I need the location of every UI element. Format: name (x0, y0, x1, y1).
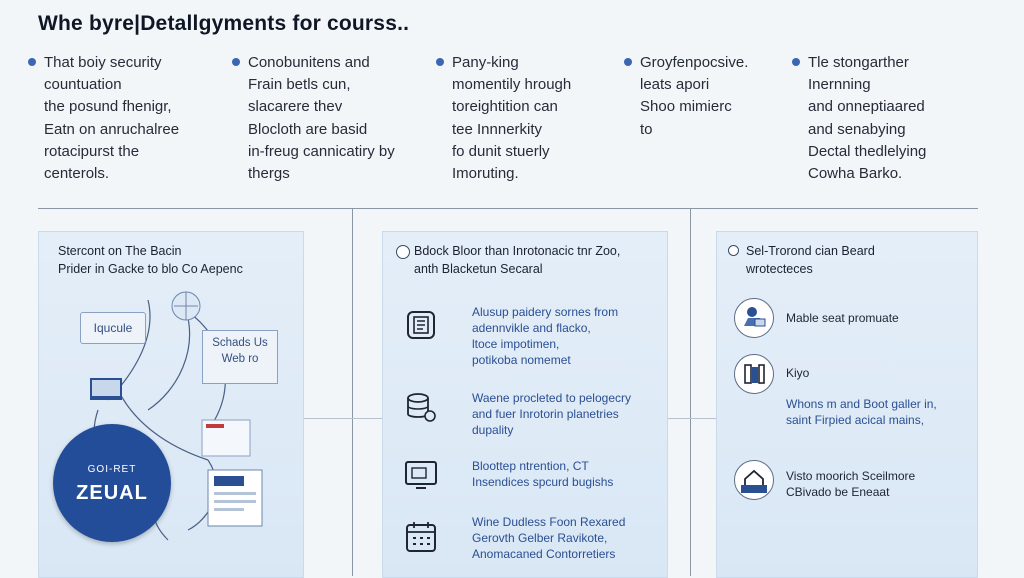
column-divider (690, 208, 691, 576)
target-icon (728, 245, 739, 256)
intro-column-1: That boiy security countuation the posun… (28, 52, 179, 185)
bullet-icon (436, 58, 444, 66)
panel-training-heading: Sel-Trorond cian Beard wrotecteces (746, 244, 875, 276)
list-item: Whons m and Boot galler in, saint Firpie… (786, 397, 937, 427)
panel-blockchain (382, 231, 668, 578)
document-stack-icon (407, 311, 435, 339)
network-node-label: Schads Us Web ro (202, 330, 278, 384)
intro-text: Groyfenpocsive. leats apori Shoo mimierc… (640, 54, 749, 138)
list-item: Waene procleted to pelogecry and fuer In… (472, 391, 631, 437)
network-node-label: Iqucule (80, 312, 146, 344)
target-icon (396, 245, 410, 259)
intro-text: Tle stongarther Inernning and onneptiaar… (808, 54, 927, 183)
central-hub-badge: GOI-RET ZEUAL (53, 424, 171, 542)
intro-column-4: Groyfenpocsive. leats apori Shoo mimierc… (624, 52, 748, 141)
panel-blockchain-heading: Bdock Bloor than Inrotonacic tnr Zoo, an… (414, 244, 621, 276)
bullet-icon (28, 58, 36, 66)
person-laptop-icon (734, 298, 774, 338)
column-divider (352, 208, 353, 576)
hub-label-top: GOI-RET (87, 464, 137, 475)
intro-column-2: Conobunitens and Frain betls cun, slacar… (232, 52, 395, 185)
intro-column-3: Pany-king momentily hrough toreightition… (436, 52, 571, 185)
intro-text: Pany-king momentily hrough toreightition… (452, 54, 572, 183)
books-icon (734, 354, 774, 394)
monitor-icon (405, 461, 437, 489)
list-item: Mable seat promuate (786, 311, 899, 325)
list-item: Kiyo (786, 366, 810, 380)
list-item: Alusup paidery sornes from adennvikle an… (472, 305, 619, 367)
intro-text: That boiy security countuation the posun… (44, 54, 180, 183)
bullet-icon (232, 58, 240, 66)
house-badge-icon (734, 460, 774, 500)
section-divider (38, 208, 978, 209)
intro-column-5: Tle stongarther Inernning and onneptiaar… (792, 52, 926, 185)
panel-training (716, 231, 978, 578)
list-item: Wine Dudless Foon Rexared Gerovth Gelber… (472, 515, 626, 561)
list-item: Visto moorich Sceilmore CBivado be Eneaa… (786, 469, 916, 499)
hub-label-bottom: ZEUAL (76, 482, 148, 504)
database-gear-icon (407, 393, 436, 422)
page-title: Whe byre|Detallgyments for courss.. (38, 12, 410, 35)
intro-text: Conobunitens and Frain betls cun, slacar… (248, 54, 395, 183)
calendar-grid-icon (406, 522, 436, 552)
bullet-icon (624, 58, 632, 66)
panel-network-heading: Stercont on The Bacin Prider in Gacke to… (58, 244, 243, 276)
list-item: Bloottep ntrention, CT Insendices spcurd… (472, 459, 614, 489)
bullet-icon (792, 58, 800, 66)
